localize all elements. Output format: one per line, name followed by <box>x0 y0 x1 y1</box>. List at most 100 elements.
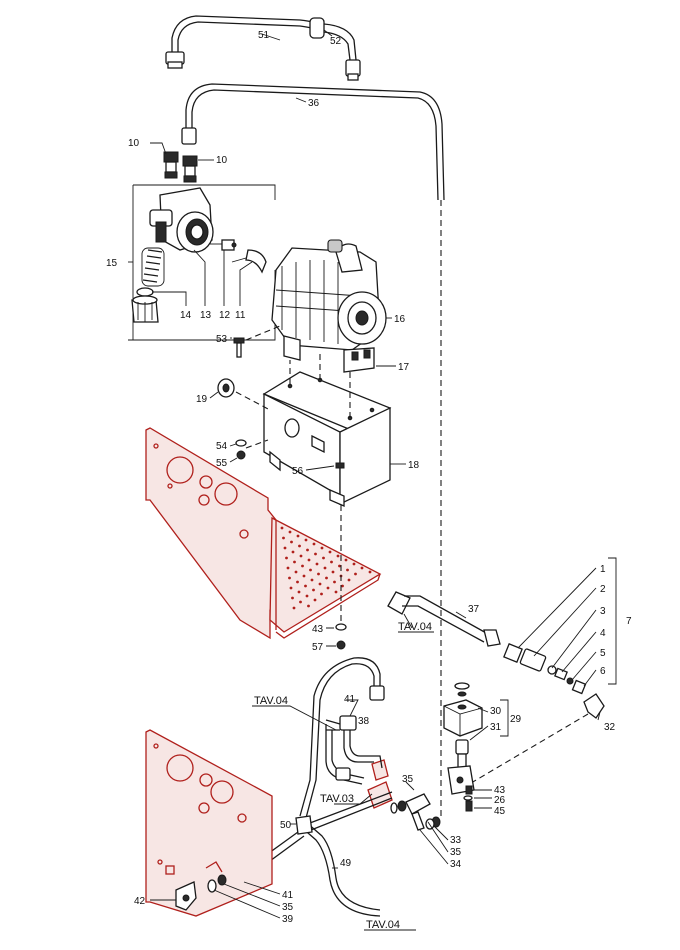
hose-51[interactable] <box>165 15 323 69</box>
callout-26[interactable]: 26 <box>494 795 506 806</box>
nut-33[interactable] <box>425 816 441 830</box>
tee-50[interactable] <box>295 815 313 835</box>
ref-tav04-pipe37[interactable]: TAV.04 <box>398 621 432 633</box>
pump-motor-16[interactable] <box>271 239 387 351</box>
motor-bracket-17[interactable] <box>283 335 375 373</box>
hose-41-upper[interactable] <box>299 657 385 819</box>
callout-32[interactable]: 32 <box>604 722 616 733</box>
callout-41-lower[interactable]: 41 <box>282 890 294 901</box>
callout-30[interactable]: 30 <box>490 706 502 717</box>
pipe-36[interactable] <box>181 83 445 201</box>
callout-17[interactable]: 17 <box>398 362 410 373</box>
callout-19[interactable]: 19 <box>196 394 208 405</box>
pipe-37[interactable] <box>387 591 501 647</box>
callout-10-right[interactable]: 10 <box>216 155 228 166</box>
o-ring-14[interactable] <box>136 287 154 297</box>
callout-16[interactable]: 16 <box>394 314 406 325</box>
screw-12[interactable] <box>210 239 237 251</box>
callout-34[interactable]: 34 <box>450 859 462 870</box>
callout-14[interactable]: 14 <box>180 310 192 321</box>
washer-39[interactable] <box>207 879 217 893</box>
callout-57[interactable]: 57 <box>312 642 324 653</box>
callout-11[interactable]: 11 <box>235 310 246 321</box>
pump-head-13[interactable] <box>149 187 214 253</box>
callout-51[interactable]: 51 <box>258 30 270 41</box>
callout-43-lower[interactable]: 43 <box>494 785 506 796</box>
callout-42[interactable]: 42 <box>134 896 146 907</box>
tray-hole <box>291 596 294 600</box>
callout-55[interactable]: 55 <box>216 458 228 469</box>
hose-49[interactable] <box>299 821 381 917</box>
tray-hole <box>280 526 284 530</box>
callout-3[interactable]: 3 <box>600 606 606 617</box>
callout-7[interactable]: 7 <box>626 616 632 627</box>
callout-37[interactable]: 37 <box>468 604 480 615</box>
callout-33[interactable]: 33 <box>450 835 462 846</box>
fitting-2[interactable] <box>519 648 547 672</box>
pipe-38[interactable] <box>325 715 383 785</box>
callout-56[interactable]: 56 <box>292 466 304 477</box>
ref-tav03[interactable]: TAV.03 <box>320 793 354 805</box>
tray-hole <box>286 566 290 570</box>
callout-54[interactable]: 54 <box>216 441 228 452</box>
callout-50[interactable]: 50 <box>280 820 292 831</box>
callout-13[interactable]: 13 <box>200 310 212 321</box>
spring-filter[interactable] <box>141 247 165 287</box>
cap-14[interactable] <box>131 295 159 323</box>
callout-35-mid[interactable]: 35 <box>450 847 462 858</box>
fitting-4[interactable] <box>554 667 568 681</box>
callout-6[interactable]: 6 <box>600 666 606 677</box>
callout-1[interactable]: 1 <box>600 564 606 575</box>
nipple-10-left[interactable] <box>163 151 179 179</box>
fitting-1[interactable] <box>503 643 523 663</box>
callout-12[interactable]: 12 <box>219 310 231 321</box>
solenoid-washer[interactable] <box>454 682 470 697</box>
fitting-6[interactable] <box>571 679 587 695</box>
grommet-19[interactable] <box>217 378 271 411</box>
nut-55[interactable] <box>236 439 269 460</box>
callout-38[interactable]: 38 <box>358 716 370 727</box>
nut-35-right[interactable] <box>390 800 407 814</box>
tray-hole <box>301 564 304 568</box>
callout-35-lower[interactable]: 35 <box>282 902 294 913</box>
callout-29[interactable]: 29 <box>510 714 522 725</box>
callout-53[interactable]: 53 <box>216 334 228 345</box>
elbow-42[interactable] <box>175 881 197 911</box>
callout-52[interactable]: 52 <box>330 36 342 47</box>
fitting-3[interactable] <box>547 665 557 675</box>
callout-43-upper[interactable]: 43 <box>312 624 324 635</box>
tray-hole <box>347 578 351 582</box>
callout-18[interactable]: 18 <box>408 460 420 471</box>
callout-39[interactable]: 39 <box>282 914 294 925</box>
screw-45[interactable] <box>465 800 473 812</box>
washer-43-upper[interactable] <box>335 623 347 631</box>
callout-31[interactable]: 31 <box>490 722 502 733</box>
callout-35-right[interactable]: 35 <box>402 774 414 785</box>
callout-2[interactable]: 2 <box>600 584 606 595</box>
callout-15[interactable]: 15 <box>106 258 118 269</box>
nut-35-lower[interactable] <box>217 874 227 886</box>
callout-36[interactable]: 36 <box>308 98 320 109</box>
tee-fitting-34[interactable] <box>405 793 431 831</box>
fitting-5[interactable] <box>566 677 574 685</box>
screw-43-lower[interactable] <box>465 785 473 795</box>
callout-49[interactable]: 49 <box>340 858 352 869</box>
ref-tav04-hose49[interactable]: TAV.04 <box>366 919 400 931</box>
callout-5[interactable]: 5 <box>600 648 606 659</box>
pump-support-bracket-18[interactable] <box>262 352 392 507</box>
valve-body-31[interactable] <box>447 739 475 795</box>
callout-10-left[interactable]: 10 <box>128 138 140 149</box>
screw-56[interactable] <box>335 462 345 469</box>
washer-54[interactable] <box>235 439 247 447</box>
screw-53[interactable] <box>233 325 281 358</box>
callout-45[interactable]: 45 <box>494 806 506 817</box>
hose-fitting-52[interactable] <box>309 17 361 81</box>
washer-26[interactable] <box>463 795 473 801</box>
callout-4[interactable]: 4 <box>600 628 606 639</box>
callout-41-upper[interactable]: 41 <box>344 694 356 705</box>
nipple-10-right[interactable] <box>182 155 198 183</box>
ref-tav04-hose41[interactable]: TAV.04 <box>254 695 288 707</box>
screw-57[interactable] <box>336 505 346 650</box>
solenoid-coil-30[interactable] <box>443 699 483 737</box>
clip-11[interactable] <box>231 249 267 274</box>
